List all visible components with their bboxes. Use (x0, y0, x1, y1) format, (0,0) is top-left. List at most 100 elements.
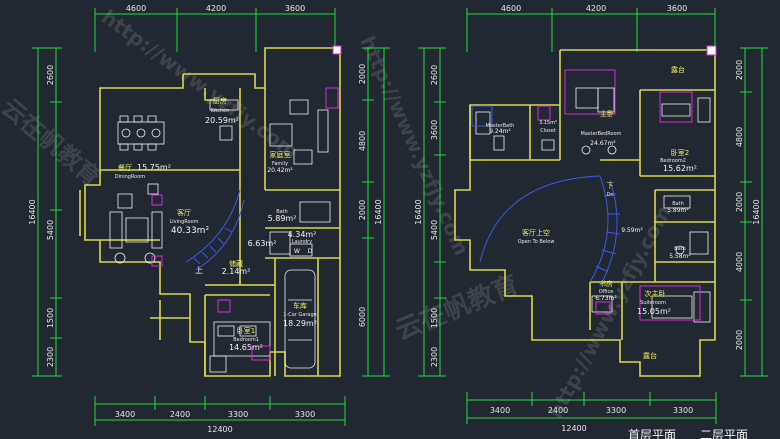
left-right-dim-3: 2000 (358, 200, 367, 220)
dining-area: 15.75m² (137, 163, 171, 172)
right-left-dim-0: 3600 (430, 120, 439, 140)
garage-name: 车库 (293, 301, 307, 310)
kitchen-en: Kitchen (211, 108, 230, 114)
left-plan-room-labels: 厨房 Kitchen 20.59m² 餐厅 15.75m² DiningRoom… (115, 96, 317, 352)
left-plan-dimensions (32, 8, 390, 426)
bath1-name: Bath (276, 209, 288, 215)
second-floor-caption: 二层平面 (700, 428, 748, 439)
bedroom2-name: 卧室2 (671, 148, 689, 157)
left-plan-stairs (185, 189, 245, 271)
terrace-bottom-name: 露台 (643, 351, 657, 360)
open-below-name: 客厅上空 (522, 228, 550, 237)
right-bottom-dim-2: 2400 (548, 406, 568, 415)
left-left-dim-2: 5400 (46, 220, 55, 240)
living-en: LivingRoom (169, 219, 198, 225)
dining-name: 餐厅 (118, 163, 132, 172)
office-en: Office (599, 289, 614, 295)
right-right-dim-5: 2000 (735, 330, 744, 350)
suite-area: 15.05m² (637, 307, 671, 316)
right-top-dim-2: 4200 (586, 4, 606, 13)
right-plan-dimensions (418, 8, 768, 424)
bath2-name: Bath (672, 201, 684, 207)
left-bottom-dim-4: 3300 (295, 410, 315, 419)
right-right-dim-2: 4800 (735, 127, 744, 147)
left-plan-furniture (109, 99, 331, 373)
bedroom2-en: Bedroom2 (660, 158, 686, 164)
left-plan-dim-labels: 4600 4200 3600 3400 2400 3300 3300 12400… (28, 4, 383, 434)
family-en: Family (272, 161, 288, 167)
dryer-label: D (308, 248, 313, 255)
master-bed-name: 主卧 (600, 109, 614, 118)
closet-en: Closet (540, 128, 556, 134)
storage-name: 储藏 (229, 259, 243, 268)
left-left-dim-3: 1500 (46, 308, 55, 328)
left-bottom-dim-1: 3400 (115, 410, 135, 419)
dining-en: DiningRoom (115, 174, 146, 180)
master-bed-area: 24.67m² (590, 140, 616, 147)
open-below-en: Open To Below (518, 239, 555, 245)
right-plan-dim-labels: 4600 4200 3600 3400 2400 3300 3300 12400… (414, 4, 761, 433)
bedroom2-area: 15.62m² (663, 164, 697, 173)
plan-captions: 首层平面 二层平面 (628, 428, 748, 439)
left-right-dim-2: 4800 (358, 131, 367, 151)
left-left-dim-1: 2600 (46, 65, 55, 85)
right-left-dim-1: 2600 (430, 65, 439, 85)
left-top-dim-2: 4200 (206, 4, 226, 13)
suite-name: 次主卧 (645, 289, 666, 298)
right-left-dim-4: 2300 (430, 347, 439, 367)
right-plan-stairs (471, 105, 621, 287)
right-right-dim-1: 2000 (735, 60, 744, 80)
left-right-total: 16400 (374, 199, 383, 224)
kitchen-area: 20.59m² (205, 116, 239, 125)
left-plan-fixtures (151, 45, 342, 361)
living-area: 40.33m² (171, 226, 210, 236)
right-left-dim-3: 1500 (430, 308, 439, 328)
washer-label: W (294, 248, 300, 255)
terrace-top-name: 露台 (671, 65, 685, 74)
right-bottom-dim-1: 3400 (490, 406, 510, 415)
master-bed-en: MasterBedRoom (581, 131, 622, 137)
right-left-total: 16400 (414, 199, 423, 224)
right-bottom-total-visible: 12400 (561, 424, 586, 433)
right-right-total: 16400 (752, 199, 761, 224)
left-left-dim-4: 2300 (46, 347, 55, 367)
right-bottom-dim-4: 3300 (673, 406, 693, 415)
right-plan-furniture (475, 87, 711, 323)
office-area: 6.73m² (595, 295, 617, 302)
right-top-dim-1: 4600 (501, 4, 521, 13)
hall2-area: 9.59m² (621, 227, 643, 234)
bath3-name: Bath (674, 246, 686, 252)
right-plan-walls (454, 49, 716, 377)
left-left-total: 16400 (28, 199, 37, 224)
left-plan-walls (79, 47, 341, 377)
bath3-area: 5.58m² (669, 253, 691, 260)
right-right-dim-4: 4000 (735, 252, 744, 272)
suite-en: Suiteroom (640, 300, 666, 306)
office-name: 书房 (599, 279, 613, 288)
family-name: 家庭室 (270, 150, 291, 159)
bedroom1-area: 14.65m² (229, 343, 263, 352)
storage-area: 2.14m² (222, 267, 251, 276)
living-name: 客厅 (177, 208, 191, 217)
right-top-dim-3: 3600 (667, 4, 687, 13)
kitchen-name: 厨房 (213, 96, 227, 105)
left-bottom-total: 12400 (207, 425, 232, 434)
bath1-area: 5.89m² (268, 214, 297, 223)
bedroom1-name: 卧室1 (237, 326, 255, 335)
bath2-area: 5.89m² (667, 207, 689, 214)
stair-down-label: 下 (607, 182, 614, 190)
garage-en: 1-Car Garage (283, 312, 317, 318)
left-right-dim-4: 6000 (358, 307, 367, 327)
master-bath-en: MasterBath (486, 123, 515, 129)
left-bottom-dim-3: 3300 (228, 410, 248, 419)
right-left-dim-2: 5400 (430, 220, 439, 240)
garage-area: 18.29m² (283, 319, 317, 328)
hall-area: 6.63m² (248, 239, 277, 248)
right-plan-fixtures (537, 45, 717, 321)
right-bottom-dim-3: 3300 (606, 406, 626, 415)
left-top-dim-1: 4600 (126, 4, 146, 13)
left-right-dim-1: 2000 (358, 64, 367, 84)
bedroom1-en: Bedroom1 (233, 337, 259, 343)
family-area: 20.42m² (267, 167, 293, 174)
